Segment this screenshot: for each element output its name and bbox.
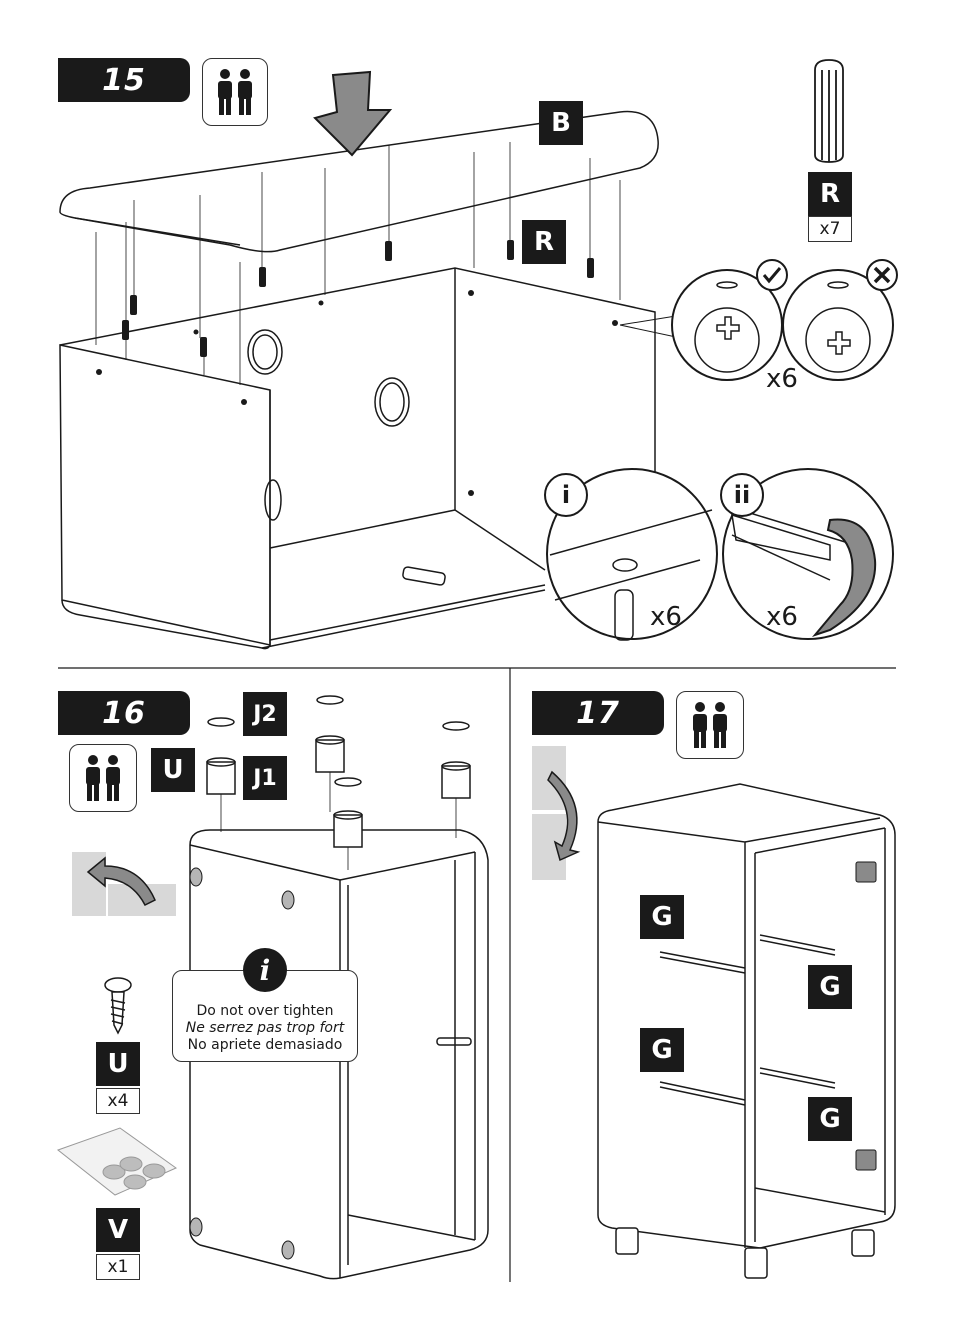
part-R-label: R xyxy=(808,172,852,216)
note-en: Do not over tighten xyxy=(196,1003,334,1019)
part-label-B: B xyxy=(539,101,583,145)
part-label-R: R xyxy=(522,220,566,264)
part-label-G-2: G xyxy=(808,965,852,1009)
part-label-G-4: G xyxy=(808,1097,852,1141)
part-R-quantity: x7 xyxy=(808,216,852,242)
two-person-icon xyxy=(676,691,744,759)
part-label-J2: J2 xyxy=(243,692,287,736)
step-15-number: 15 xyxy=(58,58,190,102)
part-U-label: U xyxy=(96,1042,140,1086)
info-icon: i xyxy=(243,948,287,992)
part-label-G-3: G xyxy=(640,1028,684,1072)
substep-i-quantity: x6 xyxy=(650,602,682,632)
part-label-G-1: G xyxy=(640,895,684,939)
step-17-number: 17 xyxy=(532,691,664,735)
note-fr: Ne serrez pas trop fort xyxy=(185,1020,345,1036)
substep-ii-quantity: x6 xyxy=(766,602,798,632)
two-person-icon xyxy=(69,744,137,812)
note-es: No apriete demasiado xyxy=(187,1037,343,1053)
step-16-number: 16 xyxy=(58,691,190,735)
part-U-quantity: x4 xyxy=(96,1088,140,1114)
substep-i: i xyxy=(544,473,588,517)
part-label-J1: J1 xyxy=(243,756,287,800)
cam-lock-quantity: x6 xyxy=(766,364,798,394)
two-person-icon xyxy=(202,58,268,126)
part-label-U: U xyxy=(151,748,195,792)
part-V-label: V xyxy=(96,1208,140,1252)
part-V-quantity: x1 xyxy=(96,1254,140,1280)
substep-ii: ii xyxy=(720,473,764,517)
